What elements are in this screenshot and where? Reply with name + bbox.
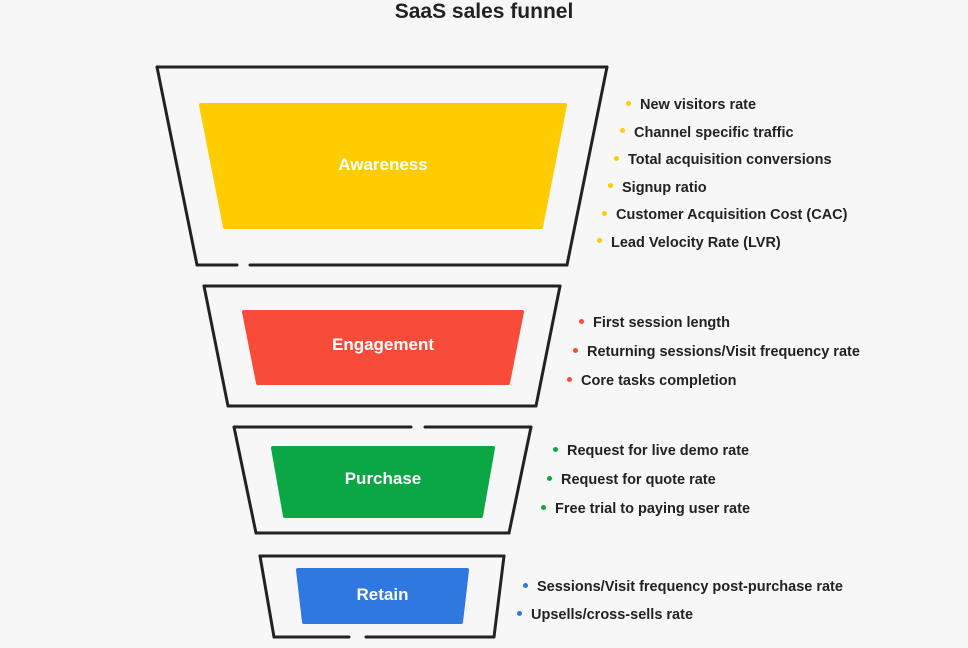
- purchase-stage-label: Purchase: [344, 469, 422, 488]
- engagement-outline-left: [202, 284, 230, 408]
- awareness-metric-item: New visitors rate: [626, 96, 756, 114]
- metric-text: Lead Velocity Rate (LVR): [611, 234, 781, 251]
- engagement-stage-shape: [242, 310, 524, 385]
- retain-outline-right: [492, 554, 506, 639]
- metric-text: New visitors rate: [640, 97, 757, 113]
- bullet-icon: [567, 376, 572, 382]
- purchase-metric-item: Free trial to paying user rate: [541, 500, 750, 518]
- engagement-stage-label: Engagement: [331, 335, 435, 354]
- bullet-icon: [547, 475, 552, 481]
- bullet-icon: [553, 446, 558, 452]
- bullet-icon: [602, 210, 607, 216]
- retain-outline-left: [258, 554, 276, 639]
- purchase-metric-item: Request for live demo rate: [553, 442, 749, 460]
- bullet-icon: [626, 100, 631, 106]
- engagement-metric-item: Returning sessions/Visit frequency rate: [573, 343, 860, 361]
- retain-stage-label: Retain: [356, 585, 409, 604]
- metric-text: Sessions/Visit frequency post-purchase r…: [537, 579, 843, 595]
- metric-text: Free trial to paying user rate: [555, 501, 751, 517]
- metric-text: Returning sessions/Visit frequency rate: [587, 344, 860, 360]
- retain-stage-shape: [296, 568, 469, 624]
- bullet-icon: [608, 183, 613, 189]
- metric-text: Customer Acquisition Cost (CAC): [616, 207, 848, 223]
- bullet-icon: [620, 128, 625, 134]
- awareness-stage-shape: [199, 103, 567, 229]
- engagement-metric-item: Core tasks completion: [567, 372, 737, 390]
- retain-metric-item: Sessions/Visit frequency post-purchase r…: [523, 578, 843, 596]
- metric-text: Request for live demo rate: [567, 443, 750, 459]
- purchase-stage-shape: [271, 446, 495, 518]
- metric-text: Request for quote rate: [561, 472, 716, 488]
- awareness-metric-item: Lead Velocity Rate (LVR): [597, 234, 781, 252]
- purchase-outline-right: [507, 425, 533, 535]
- awareness-metric-item: Signup ratio: [608, 179, 707, 197]
- awareness-metric-item: Channel specific traffic: [620, 124, 794, 142]
- bullet-icon: [597, 238, 602, 244]
- purchase-outline-left: [232, 425, 258, 535]
- awareness-metric-item: Customer Acquisition Cost (CAC): [602, 206, 847, 224]
- bullet-icon: [523, 582, 528, 588]
- bullet-icon: [517, 610, 522, 616]
- awareness-metric-item: Total acquisition conversions: [614, 151, 832, 169]
- bullet-icon: [573, 347, 578, 353]
- metric-text: Upsells/cross-sells rate: [531, 607, 694, 623]
- engagement-outline-right: [534, 284, 562, 408]
- awareness-outline-right: [565, 65, 609, 267]
- bullet-icon: [579, 318, 584, 324]
- retain-metric-item: Upsells/cross-sells rate: [517, 606, 693, 624]
- metric-text: Total acquisition conversions: [628, 152, 832, 168]
- bullet-icon: [541, 504, 546, 510]
- awareness-outline-left: [155, 65, 199, 267]
- purchase-metric-item: Request for quote rate: [547, 471, 716, 489]
- metric-text: Channel specific traffic: [634, 124, 794, 141]
- metric-text: First session length: [593, 315, 730, 331]
- diagram-title: SaaS sales funnel: [394, 0, 574, 23]
- metric-text: Signup ratio: [622, 179, 707, 196]
- metric-text: Core tasks completion: [581, 373, 737, 389]
- engagement-metric-item: First session length: [579, 314, 730, 332]
- awareness-stage-label: Awareness: [338, 155, 428, 174]
- bullet-icon: [614, 155, 619, 161]
